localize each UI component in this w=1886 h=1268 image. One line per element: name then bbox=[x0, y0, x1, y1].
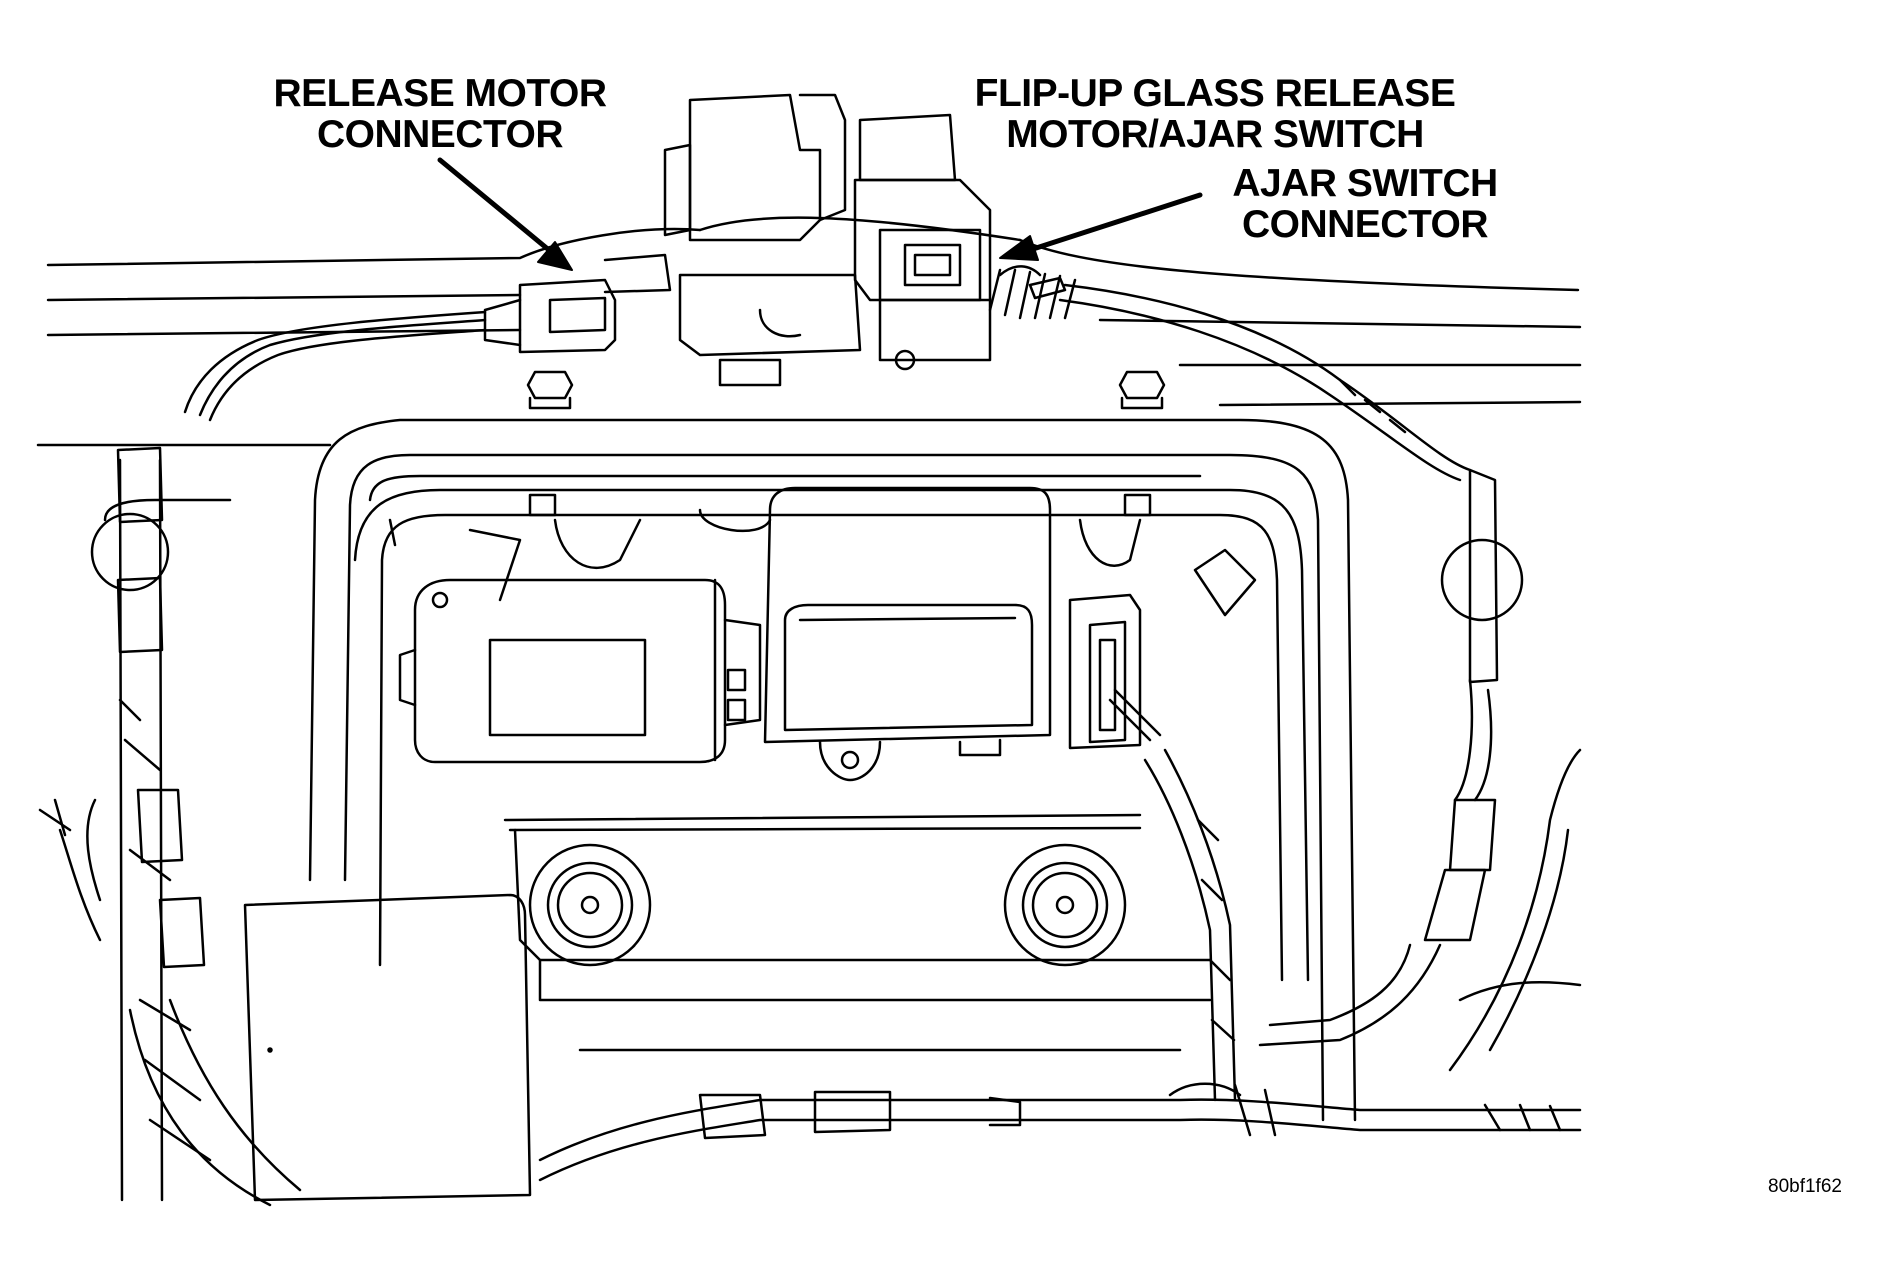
grommet-left bbox=[90, 512, 170, 592]
callout-release-motor-connector: RELEASE MOTOR CONNECTOR bbox=[240, 73, 640, 155]
callout-line: CONNECTOR bbox=[316, 113, 564, 156]
callout-line: MOTOR/AJAR SWITCH bbox=[1006, 113, 1424, 156]
control-module bbox=[398, 578, 762, 764]
callout-line: CONNECTOR bbox=[1241, 203, 1489, 246]
trim-panel bbox=[243, 893, 532, 1202]
liftgate-panel-edges bbox=[36, 216, 1582, 447]
leader-release-motor bbox=[437, 157, 573, 271]
callout-flip-up-glass-release: FLIP-UP GLASS RELEASE MOTOR/AJAR SWITCH bbox=[965, 73, 1465, 155]
opening-details bbox=[388, 493, 1257, 617]
trim-dot bbox=[267, 1047, 273, 1053]
liftgate-inner-panel bbox=[103, 418, 1357, 1122]
leader-ajar-switch bbox=[999, 192, 1203, 261]
harness-bottom bbox=[538, 1082, 1582, 1182]
figure-code: 80bf1f62 bbox=[1768, 1176, 1842, 1197]
access-opening bbox=[353, 488, 1310, 982]
harness-left bbox=[38, 310, 487, 1207]
harness-right bbox=[1058, 283, 1499, 1047]
ajar-switch-connector bbox=[988, 265, 1077, 320]
mounting-bolt-right bbox=[1118, 370, 1166, 410]
mounting-bolt-left bbox=[526, 370, 574, 410]
callout-ajar-switch-connector: AJAR SWITCH CONNECTOR bbox=[1195, 163, 1535, 245]
center-module bbox=[763, 486, 1052, 782]
harness-center bbox=[1143, 748, 1237, 1102]
body-right-lower bbox=[1448, 748, 1582, 1072]
stud-right bbox=[1003, 843, 1127, 967]
callout-line: RELEASE MOTOR bbox=[273, 72, 607, 115]
release-motor-connector bbox=[483, 253, 672, 354]
latch-plate bbox=[503, 813, 1212, 1052]
stud-left bbox=[528, 843, 652, 967]
side-connector-module bbox=[1068, 593, 1162, 750]
grommet-right bbox=[1440, 538, 1524, 622]
callout-line: AJAR SWITCH bbox=[1232, 162, 1498, 205]
release-motor-assembly bbox=[663, 93, 992, 387]
callout-line: FLIP-UP GLASS RELEASE bbox=[974, 72, 1456, 115]
